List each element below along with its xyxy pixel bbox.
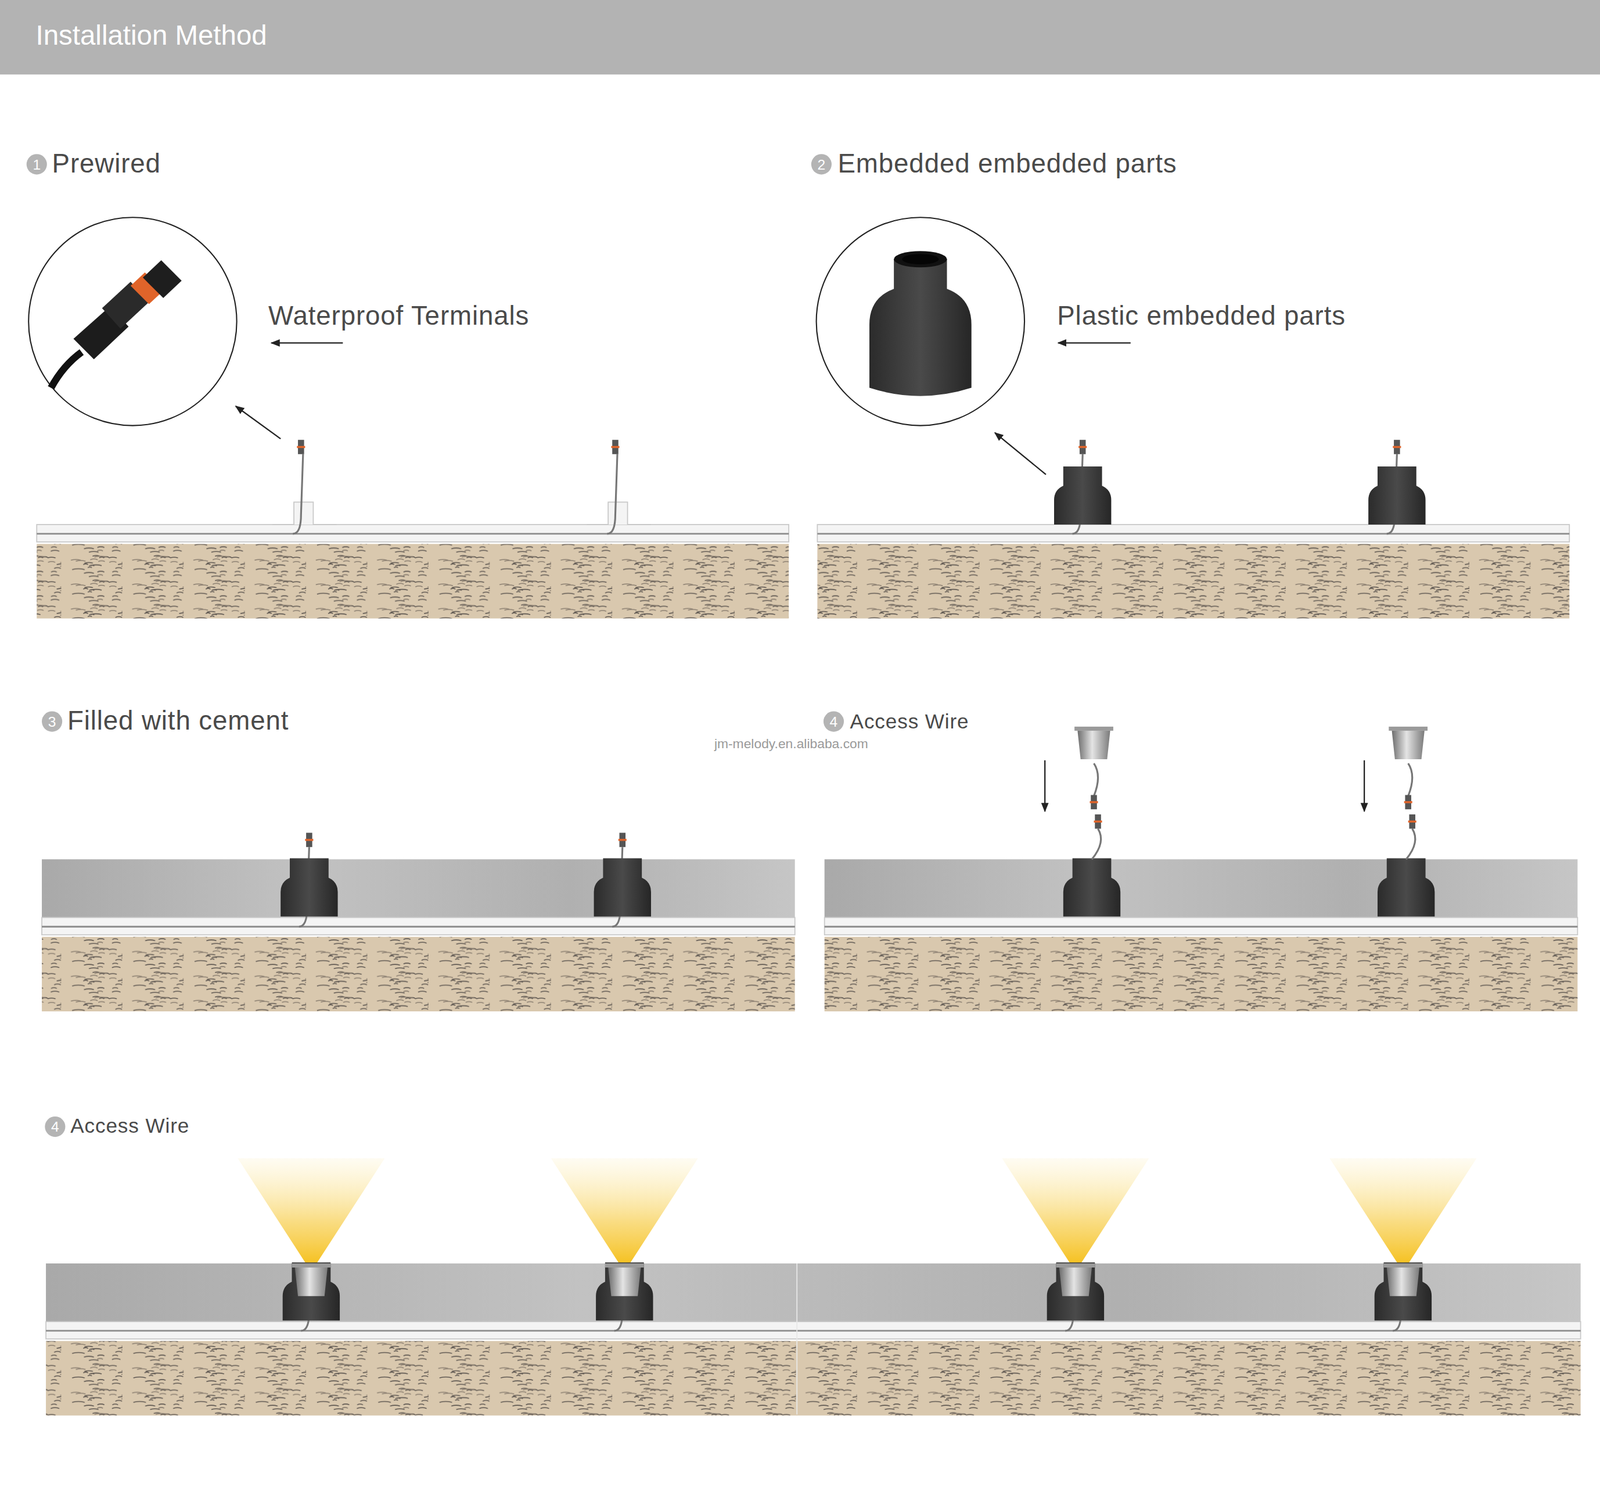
cable [41, 925, 796, 928]
header-bar [0, 0, 1600, 75]
callout-number: 3 [41, 711, 63, 732]
lead-wire [606, 454, 618, 534]
callout-number: 4 [44, 1116, 66, 1137]
conduit [824, 917, 1578, 935]
ground-section [824, 858, 1578, 1012]
step-heading: Access Wire [70, 1115, 190, 1136]
step-heading: Access Wire [850, 711, 970, 732]
waterproof-terminal [618, 832, 627, 848]
plastic-part-zoom [869, 250, 972, 396]
embedded-sleeve [1054, 466, 1111, 525]
lead-wire [1094, 763, 1099, 796]
embedded-sleeve [1368, 466, 1426, 525]
embedded-sleeve [594, 858, 652, 917]
leader-arrow [994, 432, 1046, 475]
step-heading: Filled with cement [67, 706, 289, 734]
waterproof-terminal [296, 439, 305, 455]
waterproof-terminal [1078, 439, 1087, 455]
ground-section [45, 1263, 1581, 1416]
ground-section [41, 858, 796, 1012]
tee-joint [272, 501, 337, 525]
led-fixture [605, 1263, 645, 1296]
embedded-sleeve [282, 1261, 340, 1321]
callout-number: 1 [26, 153, 48, 175]
led-fixture [292, 1263, 332, 1296]
cement-layer [824, 858, 1578, 918]
step-heading: Prewired [52, 149, 161, 177]
cable [817, 532, 1570, 535]
cement-layer [45, 1263, 1581, 1322]
light-beam [1001, 1158, 1149, 1265]
cable [45, 1329, 1581, 1332]
waterproof-terminal [304, 832, 314, 848]
waterproof-terminal [1094, 814, 1103, 829]
conduit [45, 1321, 1581, 1339]
waterproof-terminal [1408, 814, 1417, 829]
lead-wire [292, 454, 304, 534]
conduit [817, 524, 1570, 542]
tee-joint [586, 501, 652, 525]
waterproof-terminal [1089, 795, 1098, 810]
leader-arrow [1058, 342, 1131, 344]
conduit [36, 524, 789, 542]
embedded-sleeve [1047, 1261, 1105, 1321]
insert-arrow [1044, 760, 1046, 812]
leader-arrow [235, 405, 281, 439]
light-beam [551, 1158, 699, 1265]
embedded-sleeve [1374, 1261, 1432, 1321]
soil-layer [824, 936, 1578, 1012]
light-beam [237, 1158, 385, 1265]
embedded-sleeve [280, 858, 338, 917]
soil-layer [45, 1340, 1581, 1416]
led-fixture [1383, 1263, 1423, 1296]
insert-arrow [1363, 760, 1365, 812]
led-fixture [1056, 1263, 1096, 1296]
embedded-sleeve [595, 1261, 653, 1321]
lead-wire [1406, 828, 1416, 860]
light-beam [1329, 1158, 1477, 1265]
waterproof-terminal [610, 439, 620, 455]
cement-layer [41, 858, 796, 918]
part-name: Plastic embedded parts [1056, 301, 1346, 329]
step-heading: Embedded embedded parts [838, 149, 1178, 177]
lead-wire [1408, 763, 1413, 796]
callout-number: 2 [811, 153, 832, 175]
soil-layer [36, 543, 789, 618]
led-fixture [1074, 726, 1114, 760]
panel-seam [796, 1263, 798, 1415]
soil-layer [41, 936, 796, 1012]
embedded-sleeve [1063, 858, 1121, 917]
watermark: jm-melody.en.alibaba.com [714, 736, 869, 750]
zoom-circle [28, 217, 237, 426]
waterproof-terminal [1404, 795, 1413, 810]
conduit [41, 917, 796, 935]
soil-layer [817, 543, 1570, 618]
embedded-sleeve [1377, 858, 1435, 917]
leader-arrow [271, 342, 343, 344]
ground-section [36, 524, 789, 619]
callout-number: 4 [823, 711, 844, 732]
waterproof-terminal-zoom [51, 260, 182, 388]
page-title: Installation Method [35, 22, 267, 50]
ground-section [817, 524, 1570, 619]
waterproof-terminal [1392, 439, 1401, 455]
led-fixture [1388, 726, 1428, 760]
part-name: Waterproof Terminals [268, 301, 530, 329]
cable [36, 532, 789, 535]
lead-wire [1091, 828, 1102, 860]
cable [824, 925, 1578, 928]
zoom-circle [816, 217, 1025, 426]
